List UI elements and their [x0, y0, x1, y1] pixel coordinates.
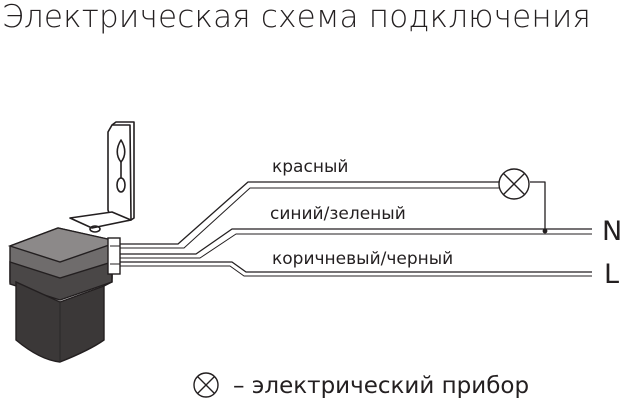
- wires: [120, 181, 592, 277]
- lamp-icon: [498, 168, 530, 200]
- wire-brown-black: [120, 261, 592, 273]
- diagram-title: Электрическая схема подключения: [2, 0, 592, 35]
- mounting-bracket: [69, 121, 135, 233]
- junction-dot: [542, 228, 548, 234]
- label-blue-green-wire: синий/зеленый: [270, 204, 406, 224]
- terminal-line: L: [604, 259, 619, 290]
- wire-blue-green: [120, 228, 592, 255]
- wire-red-outer: [120, 187, 500, 249]
- wire-brown-black-outer: [120, 265, 592, 277]
- wire-red: [120, 181, 500, 245]
- legend-lamp-icon: [193, 372, 219, 398]
- photo-sensor: [7, 227, 121, 363]
- label-brown-black-wire: коричневый/черный: [272, 249, 453, 269]
- lamp-return-wire: [530, 181, 546, 231]
- label-red-wire: красный: [272, 157, 348, 177]
- terminal-neutral: N: [602, 216, 622, 247]
- legend-text: – электрический прибор: [233, 373, 529, 399]
- wire-blue-green-outer: [120, 233, 592, 259]
